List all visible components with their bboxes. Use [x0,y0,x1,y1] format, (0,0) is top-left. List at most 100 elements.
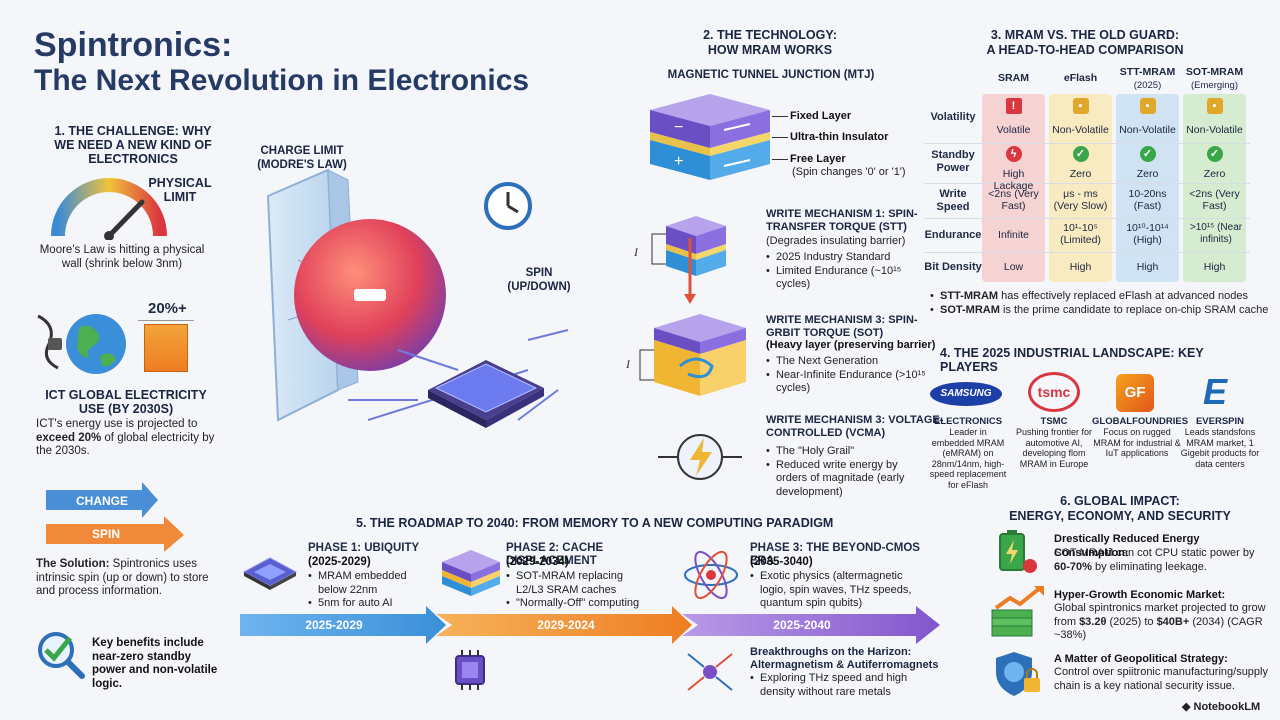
check-magnifier-icon [38,632,85,679]
cell-eflash-standby: Zero [1069,168,1092,180]
gauge-icon [51,178,167,240]
percent-bar [144,324,188,372]
cell-sram-endurance: Infinite [998,229,1029,241]
row-label-standby: Standby Power [931,149,975,174]
check-icon: ✓ [1139,146,1156,162]
percent-label: 20%+ [148,300,187,317]
column-sot-mram [1183,94,1246,282]
plug-globe-icon [37,314,126,374]
list-item: The Next Generation [766,355,926,369]
svg-text:−: − [674,119,683,136]
cell-stt-endurance: 10¹⁰-10¹⁴ (High) [1126,222,1169,246]
arrow2-label: 2029-2024 [537,618,595,632]
phase2-bullets: SOT-MRAM replacing L2/L3 SRAM caches "No… [506,570,646,611]
phase3-bullets: Exotic physics (altermagnetic logio, spi… [750,570,930,611]
solution-text: The Solution: Spintronics uses intrinsic… [36,558,209,597]
cell-sot-density: High [1203,261,1226,273]
atom-icon [684,550,738,600]
svg-text:I: I [633,245,639,259]
row-divider [924,143,1250,144]
page-title-line1: Spintronics: [34,26,233,64]
list-item: "Normally-Off" computing [506,597,646,611]
timeline-arrows [240,606,940,644]
cell-eflash-density: High [1069,261,1092,273]
check-icon: ✓ [1072,146,1089,162]
chip-icon [455,650,485,690]
list-item: MRAM embedded below 22nm [308,570,418,597]
moore-text: Moore's Law is hitting a physical wall (… [39,244,205,270]
list-item: Reduced write energy by orders of magnit… [766,459,926,500]
list-item: The "Holy Grail" [766,445,926,459]
comparison-notes: STT-MRAM has effectively replaced eFlash… [930,290,1270,317]
chip-icon [348,329,569,428]
column-sram [982,94,1045,282]
mtj-stack-icon: − + [650,94,770,180]
money-icon [991,586,1044,637]
impact3-text: Control over spiitronic manufacturing/su… [1054,666,1268,692]
cell-stt-speed: 10-20ns (Fast) [1128,188,1167,212]
cell-eflash-volatility: Non-Volatile [1052,124,1109,136]
impact2-text: Global spintronics market projected to g… [1054,602,1266,641]
physical-limit-label: Physical Limit [148,176,212,204]
list-item: STT-MRAM has effectively replaced eFlash… [930,290,1270,304]
ict-text: ICT's energy use is projected to exceed … [36,418,215,457]
column-header-stt-mram: STT-MRAM [1119,66,1176,78]
player-everspin: Everspin Leads standsfons MRAM market, 1… [1180,416,1260,469]
cell-sram-standby: High Lackage [993,168,1034,192]
list-item: Exploring THz speed and high density wit… [750,672,910,699]
charge-spin-arrows [46,482,184,552]
cell-sram-volatility: Volatile [996,124,1031,136]
insulator-label: Ultra-thin Insulator [790,131,889,143]
list-item: Limited Endurance (~10¹⁵ cycles) [766,265,926,292]
list-item: Exotic physics (altermagnetic logio, spi… [750,570,930,611]
page-title-line2: The Next Revolution in Electronics [34,64,530,97]
lock-icon: ▪ [1072,98,1089,114]
cell-sram-speed: <2ns (Very Fast) [988,188,1039,212]
list-item: SOT-MRAM replacing L2/L3 SRAM caches [506,570,646,597]
list-item: Near-Infinite Endurance (>10¹⁵ cycles) [766,369,926,396]
sot-sub: (Heavy layer (preserving barrier) [766,339,936,351]
lightning-icon [658,434,742,480]
ict-heading: ICT Global Electricity Use (by 2030s) [45,388,207,416]
challenge-heading: 1. The Challenge: Why We Need a New Kind… [54,124,212,166]
impact-heading-1: 6. Global Impact: [1060,494,1180,508]
lock-icon: ▪ [1139,98,1156,114]
check-icon: ✓ [1206,146,1223,162]
clock-icon [484,182,532,230]
arrow-spin-label: SPIN [92,527,121,541]
row-label-write-speed: Write Speed [936,188,970,213]
player-tsmc: TSMC Pushing frontier for automotive AI,… [1015,416,1093,469]
benefits-text: Key benefits include near-zero standby p… [92,637,218,690]
phase2-years: (2029-2034) [506,556,569,568]
column-eflash [1049,94,1112,282]
globalfoundries-logo: GF [1116,374,1154,412]
impact-heading-2: Energy, Economy, and Security [1009,509,1231,523]
fixed-layer-label: Fixed Layer [790,110,852,122]
cell-sot-speed: <2ns (Very Fast) [1189,188,1240,212]
roadmap-heading: 5. The Roadmap to 2040: From Memory to a… [356,516,834,530]
sot-icon: I [625,314,746,396]
lock-icon: ▪ [1206,98,1223,114]
cell-eflash-endurance: 10¹-10⁵ (Limited) [1060,222,1101,246]
sot-title: Write Mechanism 3: Spin-Grbit Torque (SO… [766,314,918,339]
row-label-endurance: Endurance [924,229,982,241]
breakthrough-bullets: Exploring THz speed and high density wit… [750,672,910,699]
chip-icon [242,557,298,590]
stt-title: Write Mechanism 1: Spin-Transfer Torque … [766,208,918,233]
free-layer-note: (Spin changes '0' or '1') [792,166,906,178]
leader-line [772,116,788,117]
impact1-text: SOT-MRAM can cot CPU static power by 60-… [1054,547,1255,573]
tech-heading-2: How MRAM Works [707,43,833,57]
row-divider [924,183,1250,184]
stt-icon: I [633,216,726,304]
battery-icon [999,530,1037,573]
phase3-title: Phase 3: The Beyond-CMOS Era [750,542,920,567]
mtj-label: Magnetic Tunnel Junction (MTJ) [667,69,875,81]
stt-bullets: 2025 Industry Standard Limited Endurance… [766,251,926,292]
cell-eflash-speed: μs - ms (Very Slow) [1053,188,1108,212]
stt-sub: (Degrades insulating barrier) [766,235,906,247]
column-header-sram: SRAM [998,72,1029,84]
column-header-sot-mram: SOT-MRAM [1185,66,1244,78]
samsung-logo: SAMSUNG [930,382,1002,406]
leader-line [772,159,788,160]
